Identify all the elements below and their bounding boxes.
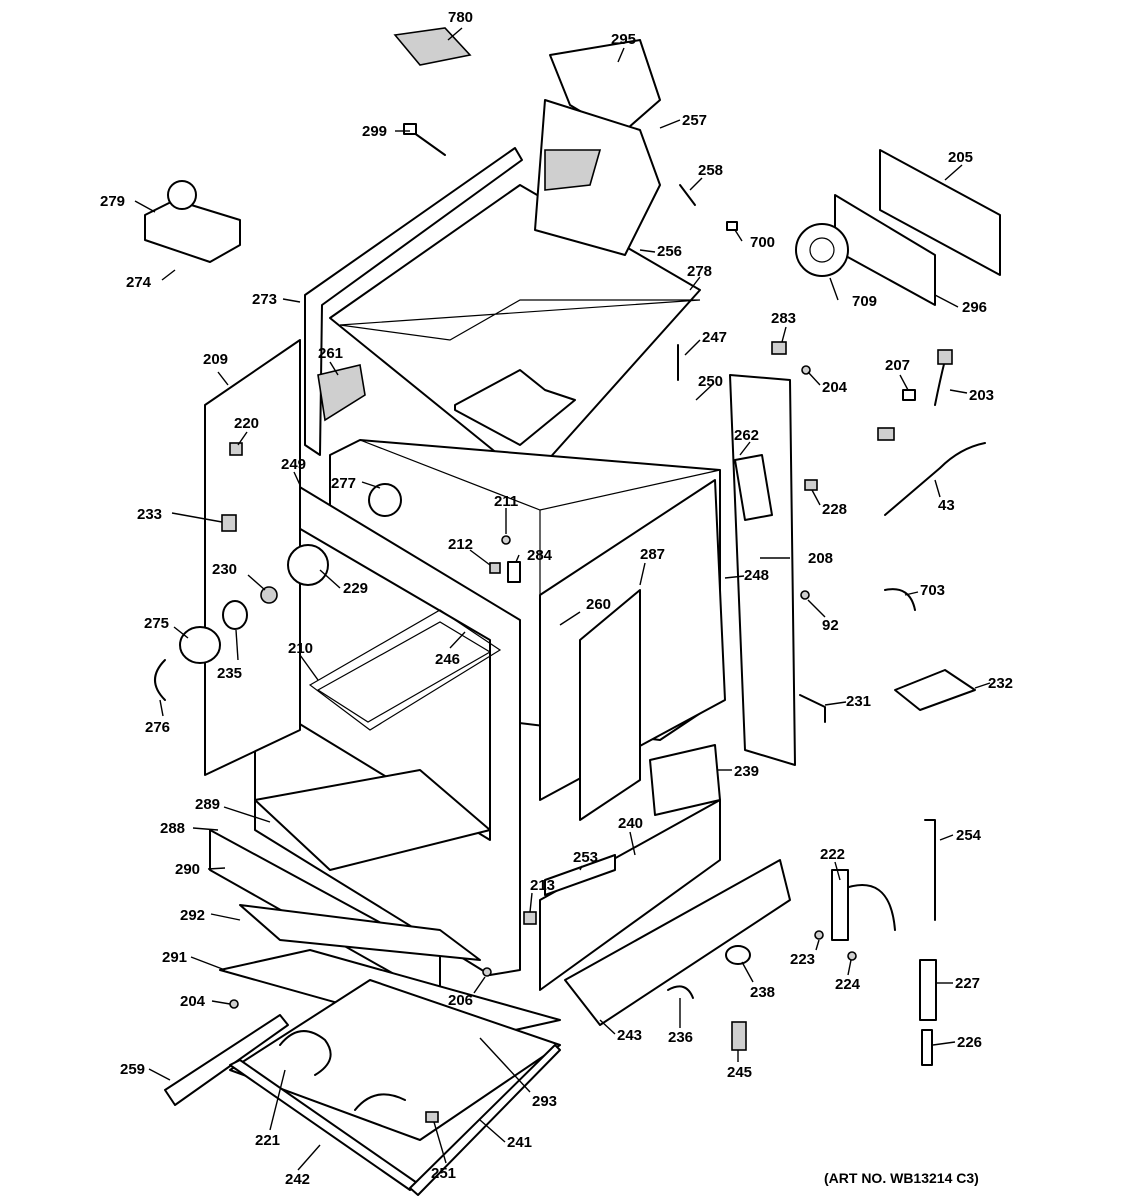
- callout-233: 233: [137, 506, 162, 523]
- callout-208: 208: [808, 550, 833, 567]
- callout-250: 250: [698, 373, 723, 390]
- callout-296: 296: [962, 299, 987, 316]
- callout-290: 290: [175, 861, 200, 878]
- callout-274: 274: [126, 274, 152, 291]
- flue-duct: [534, 39, 661, 256]
- callout-709: 709: [852, 293, 877, 310]
- callout-293: 293: [532, 1093, 557, 1110]
- callout-299: 299: [362, 123, 387, 140]
- callout-labels: 780 295 299 257 258 205 279 700 256 278 …: [100, 9, 1013, 1188]
- callout-258: 258: [698, 162, 723, 179]
- small-parts: [144, 27, 1001, 1123]
- callout-295: 295: [611, 31, 636, 48]
- callout-240: 240: [618, 815, 643, 832]
- callout-276: 276: [145, 719, 170, 736]
- callout-236: 236: [668, 1029, 693, 1046]
- callout-291: 291: [162, 949, 187, 966]
- callout-253: 253: [573, 849, 598, 866]
- callout-251: 251: [431, 1165, 456, 1182]
- callout-231: 231: [846, 693, 871, 710]
- callout-241: 241: [507, 1134, 532, 1151]
- callout-284: 284: [527, 547, 553, 564]
- callout-239: 239: [734, 763, 759, 780]
- callout-780: 780: [448, 9, 473, 26]
- callout-206: 206: [448, 992, 473, 1009]
- callout-220: 220: [234, 415, 259, 432]
- callout-254: 254: [956, 827, 982, 844]
- callout-209: 209: [203, 351, 228, 368]
- callout-212: 212: [448, 536, 473, 553]
- callout-207: 207: [885, 357, 910, 374]
- callout-257: 257: [682, 112, 707, 129]
- art-number: (ART NO. WB13214 C3): [824, 1170, 979, 1186]
- callout-203: 203: [969, 387, 994, 404]
- callout-261: 261: [318, 345, 343, 362]
- callout-287: 287: [640, 546, 665, 563]
- callout-224: 224: [835, 976, 861, 993]
- callout-227: 227: [955, 975, 980, 992]
- callout-229: 229: [343, 580, 368, 597]
- callout-245: 245: [727, 1064, 752, 1081]
- callout-210: 210: [288, 640, 313, 657]
- callout-703: 703: [920, 582, 945, 599]
- callout-700: 700: [750, 234, 775, 251]
- callout-230: 230: [212, 561, 237, 578]
- callout-242: 242: [285, 1171, 310, 1188]
- callout-205: 205: [948, 149, 973, 166]
- callout-249: 249: [281, 456, 306, 473]
- callout-277: 277: [331, 475, 356, 492]
- callout-238: 238: [750, 984, 775, 1001]
- callout-213: 213: [530, 877, 555, 894]
- callout-278: 278: [687, 263, 712, 280]
- leader-lines: [134, 27, 991, 1171]
- callout-223: 223: [790, 951, 815, 968]
- callout-260: 260: [586, 596, 611, 613]
- callout-204b: 204: [180, 993, 206, 1010]
- callout-246: 246: [435, 651, 460, 668]
- callout-92: 92: [822, 617, 839, 634]
- callout-226: 226: [957, 1034, 982, 1051]
- callout-211: 211: [494, 493, 518, 510]
- callout-247: 247: [702, 329, 727, 346]
- callout-273: 273: [252, 291, 277, 308]
- callout-289: 289: [195, 796, 220, 813]
- callout-243: 243: [617, 1027, 642, 1044]
- callout-292: 292: [180, 907, 205, 924]
- callout-275: 275: [144, 615, 169, 632]
- callout-279: 279: [100, 193, 125, 210]
- callout-222: 222: [820, 846, 845, 863]
- oven-body: [164, 147, 796, 1196]
- callout-228: 228: [822, 501, 847, 518]
- callout-204: 204: [822, 379, 848, 396]
- callout-221: 221: [255, 1132, 280, 1149]
- callout-288: 288: [160, 820, 185, 837]
- callout-43: 43: [938, 497, 955, 514]
- callout-232: 232: [988, 675, 1013, 692]
- callout-235: 235: [217, 665, 242, 682]
- callout-262: 262: [734, 427, 759, 444]
- callout-248: 248: [744, 567, 769, 584]
- callout-256: 256: [657, 243, 682, 260]
- callout-259: 259: [120, 1061, 145, 1078]
- callout-283: 283: [771, 310, 796, 327]
